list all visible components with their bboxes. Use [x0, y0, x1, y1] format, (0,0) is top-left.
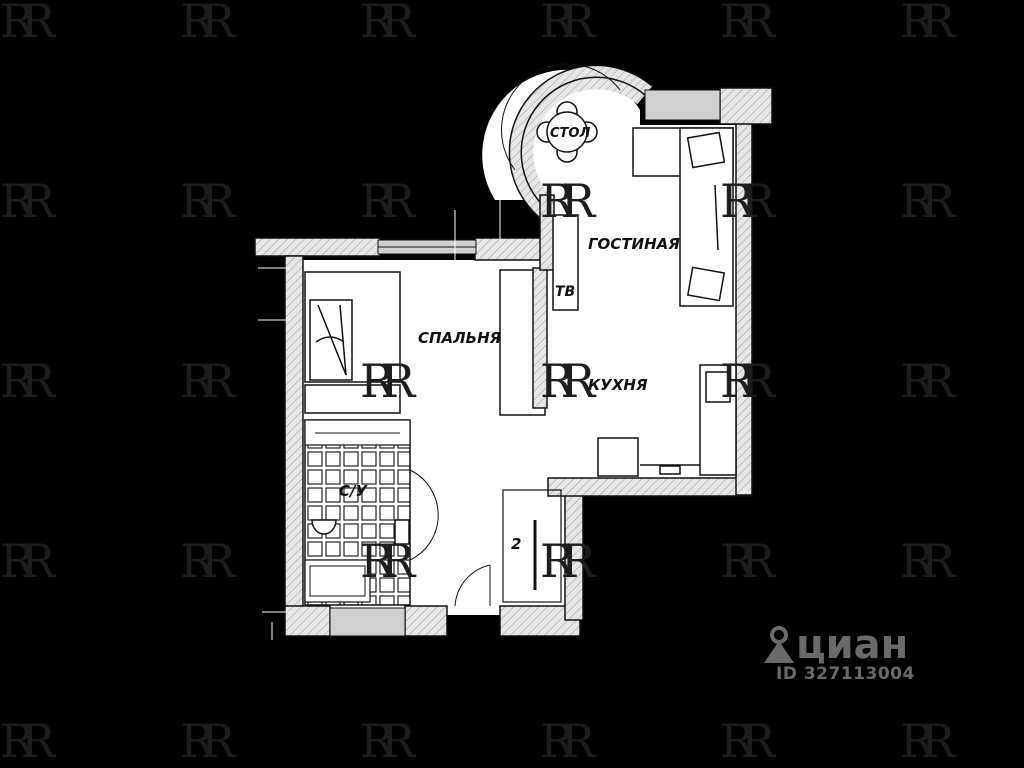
bathroom: [304, 419, 439, 606]
watermark-logo: RR: [360, 714, 415, 768]
cian-badge: циан ID 327113004: [762, 622, 915, 684]
watermark-logo: RR: [540, 534, 595, 588]
bay-window: [501, 63, 653, 220]
watermark-logo: RR: [180, 0, 235, 48]
cian-brand: циан: [796, 622, 909, 668]
watermark-logo: RR: [360, 354, 415, 408]
kitchen-label: КУХНЯ: [588, 376, 648, 394]
watermark-logo: RR: [540, 174, 595, 228]
living-room-label: ГОСТИНАЯ: [588, 235, 680, 253]
sofa: [632, 127, 734, 307]
watermark-logo: RR: [0, 174, 55, 228]
watermark-logo: RR: [180, 534, 235, 588]
tv-unit: [552, 214, 579, 311]
tv-label: ТВ: [555, 284, 575, 300]
watermark-logo: RR: [720, 534, 775, 588]
watermark-logo: RR: [900, 0, 955, 48]
round-table: [536, 101, 598, 163]
watermark-logo: RR: [360, 0, 415, 48]
watermark-logo: RR: [900, 714, 955, 768]
watermark-logo: RR: [900, 534, 955, 588]
watermark-logo: RR: [0, 0, 55, 48]
watermark-logo: RR: [540, 714, 595, 768]
watermark-logo: RR: [180, 714, 235, 768]
bedroom-label: СПАЛЬНЯ: [418, 329, 502, 347]
location-pin-icon: [764, 626, 794, 663]
watermark-logo: RR: [720, 354, 775, 408]
entrance-door: [454, 564, 491, 607]
watermark-logo: RR: [0, 534, 55, 588]
watermark-logo: RR: [900, 354, 955, 408]
storage-closet: [502, 489, 562, 603]
watermark-logo: RR: [360, 534, 415, 588]
cian-logo: циан: [762, 622, 915, 668]
watermark-logo: RR: [540, 0, 595, 48]
watermark-logo: RR: [0, 354, 55, 408]
watermark-logo: RR: [720, 714, 775, 768]
watermark-logo: RR: [360, 174, 415, 228]
watermark-logo: RR: [180, 174, 235, 228]
walls: [254, 87, 773, 637]
watermark-logo: RR: [720, 0, 775, 48]
watermark-logo: RR: [900, 174, 955, 228]
watermark-logo: RR: [540, 354, 595, 408]
table-label: СТОЛ: [550, 126, 590, 141]
watermark-logo: RR: [0, 714, 55, 768]
dimension-lines: [258, 190, 750, 640]
listing-id: ID 327113004: [776, 664, 915, 684]
watermark-logo: RR: [720, 174, 775, 228]
windows: [329, 89, 721, 637]
bedroom-furniture: [304, 271, 401, 414]
kitchen-fittings: [597, 364, 737, 477]
storage-number-label: 2: [511, 535, 521, 553]
watermark-logo: RR: [180, 354, 235, 408]
bathroom-label: С/У: [339, 482, 368, 500]
